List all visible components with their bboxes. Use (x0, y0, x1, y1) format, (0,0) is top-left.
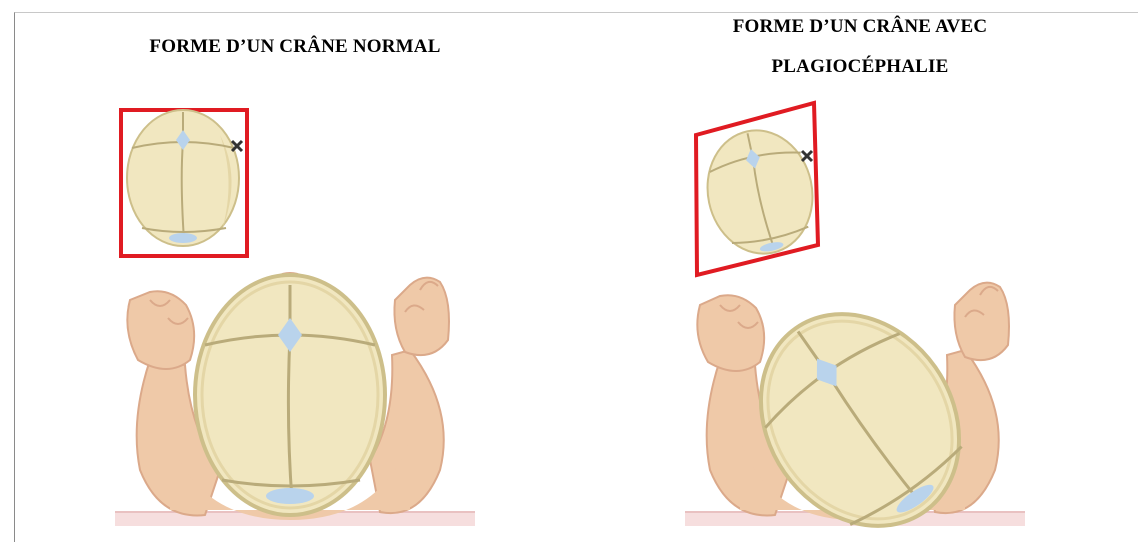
plagio-skull-panel (685, 103, 1025, 542)
normal-skull-panel (115, 110, 475, 526)
plagio-skull-inset (696, 103, 824, 275)
plagio-x-mark-icon (802, 151, 812, 161)
normal-inset-posterior-fontanelle (169, 233, 197, 243)
normal-skull-inset (121, 110, 247, 256)
plagio-inset-skull (696, 121, 824, 264)
normal-skull-large (195, 273, 385, 515)
normal-large-posterior-fontanelle (266, 488, 314, 504)
